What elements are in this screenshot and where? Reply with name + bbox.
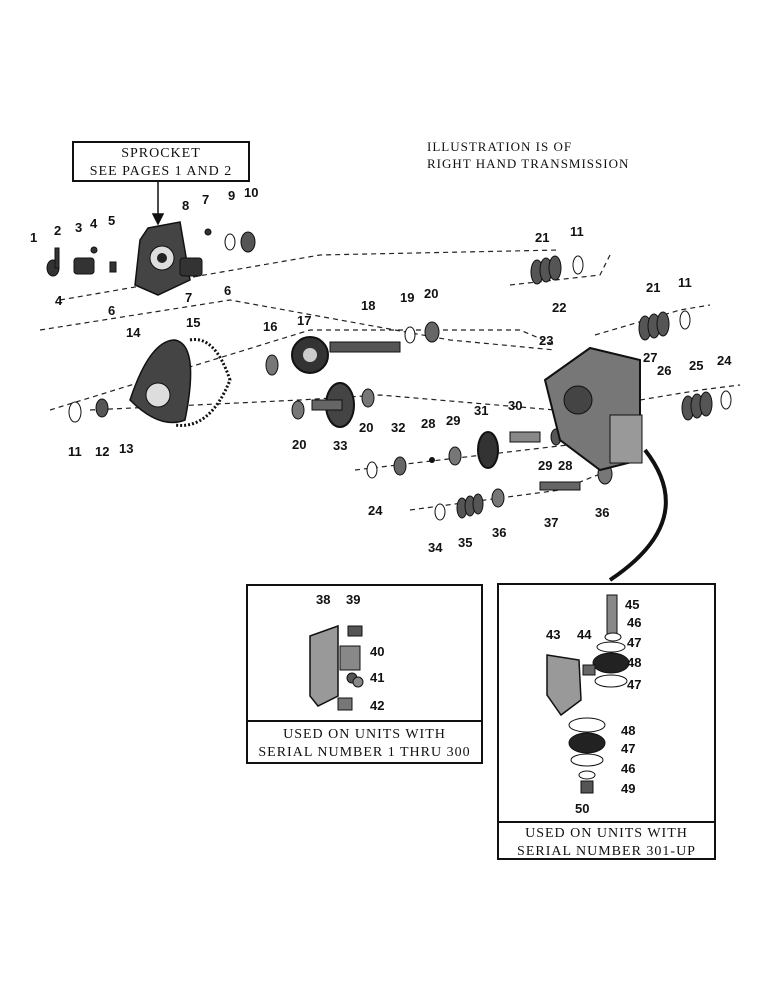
svg-text:47: 47 <box>621 741 635 756</box>
cover-and-gasket <box>68 338 232 427</box>
svg-text:7: 7 <box>202 192 209 207</box>
inset-left-caption-line1: USED ON UNITS WITH <box>283 727 446 742</box>
svg-text:35: 35 <box>458 535 472 550</box>
svg-text:28: 28 <box>558 458 572 473</box>
svg-text:9: 9 <box>228 188 235 203</box>
svg-text:21: 21 <box>646 280 660 295</box>
svg-text:29: 29 <box>446 413 460 428</box>
svg-text:10: 10 <box>244 185 258 200</box>
inset-right-caption-line1: USED ON UNITS WITH <box>525 826 688 841</box>
gear-31-assembly <box>366 428 562 479</box>
svg-text:24: 24 <box>368 503 383 518</box>
svg-text:47: 47 <box>627 635 641 650</box>
svg-text:46: 46 <box>621 761 635 776</box>
svg-text:11: 11 <box>68 444 82 459</box>
svg-text:6: 6 <box>108 303 115 318</box>
svg-text:29: 29 <box>538 458 552 473</box>
spring-stacks <box>530 255 732 421</box>
svg-text:4: 4 <box>55 293 63 308</box>
mount-leader-curve <box>608 448 668 582</box>
sprocket-arrow <box>151 182 165 226</box>
svg-text:33: 33 <box>333 438 347 453</box>
svg-text:1: 1 <box>30 230 37 245</box>
svg-text:20: 20 <box>424 286 438 301</box>
svg-text:39: 39 <box>346 592 360 607</box>
svg-text:16: 16 <box>263 319 277 334</box>
inset-left-caption-line2: SERIAL NUMBER 1 THRU 300 <box>258 745 471 760</box>
upper-shaft-gear <box>265 321 440 376</box>
svg-text:28: 28 <box>421 416 435 431</box>
sprocket-box-text: SPROCKET SEE PAGES 1 AND 2 <box>74 145 248 181</box>
svg-text:43: 43 <box>546 627 560 642</box>
svg-text:20: 20 <box>292 437 306 452</box>
inset-right-caption: USED ON UNITS WITH SERIAL NUMBER 301-UP <box>499 825 714 861</box>
svg-text:36: 36 <box>595 505 609 520</box>
svg-text:8: 8 <box>182 198 189 213</box>
svg-text:41: 41 <box>370 670 384 685</box>
svg-text:24: 24 <box>717 353 732 368</box>
svg-text:32: 32 <box>391 420 405 435</box>
svg-text:6: 6 <box>224 283 231 298</box>
svg-text:30: 30 <box>508 398 522 413</box>
illustration-note-line1: ILLUSTRATION IS OF <box>427 139 573 154</box>
svg-text:27: 27 <box>643 350 657 365</box>
svg-text:22: 22 <box>552 300 566 315</box>
svg-text:45: 45 <box>625 597 639 612</box>
svg-text:44: 44 <box>577 627 592 642</box>
svg-text:5: 5 <box>108 213 115 228</box>
svg-text:2: 2 <box>54 223 61 238</box>
illustration-note: ILLUSTRATION IS OF RIGHT HAND TRANSMISSI… <box>427 138 629 172</box>
svg-text:42: 42 <box>370 698 384 713</box>
svg-text:48: 48 <box>627 655 641 670</box>
svg-text:3: 3 <box>75 220 82 235</box>
svg-text:12: 12 <box>95 444 109 459</box>
svg-text:40: 40 <box>370 644 384 659</box>
svg-text:49: 49 <box>621 781 635 796</box>
svg-text:48: 48 <box>621 723 635 738</box>
svg-text:46: 46 <box>627 615 641 630</box>
svg-text:36: 36 <box>492 525 506 540</box>
inset-right-caption-line2: SERIAL NUMBER 301-UP <box>517 844 696 859</box>
svg-text:4: 4 <box>90 216 98 231</box>
svg-text:19: 19 <box>400 290 414 305</box>
transmission-housing <box>543 346 643 472</box>
svg-text:31: 31 <box>474 403 488 418</box>
svg-text:25: 25 <box>689 358 703 373</box>
svg-text:26: 26 <box>657 363 671 378</box>
svg-text:47: 47 <box>627 677 641 692</box>
sprocket-reference-box: SPROCKET SEE PAGES 1 AND 2 <box>72 141 250 182</box>
svg-text:13: 13 <box>119 441 133 456</box>
lower-shaft-assembly <box>434 463 613 521</box>
svg-text:21: 21 <box>535 230 549 245</box>
svg-text:15: 15 <box>186 315 200 330</box>
svg-text:34: 34 <box>428 540 443 555</box>
inset-serial-1-300: 38 39 40 41 42 USED ON UNITS WITH SERIAL… <box>246 584 483 764</box>
part-number-callouts: 1 2 3 4 5 4 6 8 7 9 10 7 6 21 11 22 21 1… <box>30 185 732 555</box>
sprocket-box-line2: SEE PAGES 1 AND 2 <box>89 164 233 179</box>
sprocket-box-line1: SPROCKET <box>121 146 201 161</box>
svg-text:11: 11 <box>678 275 692 290</box>
left-small-parts <box>46 228 256 277</box>
illustration-note-line2: RIGHT HAND TRANSMISSION <box>427 156 630 171</box>
svg-text:14: 14 <box>126 325 141 340</box>
svg-text:7: 7 <box>185 290 192 305</box>
gear-33-assembly <box>291 382 375 428</box>
inset-right-drawing: 45 46 47 48 47 43 44 48 47 46 49 50 <box>546 594 641 816</box>
svg-text:11: 11 <box>570 224 584 239</box>
inset-left-drawing: 38 39 40 41 42 <box>309 592 384 713</box>
svg-text:18: 18 <box>361 298 375 313</box>
sprocket-plate <box>134 221 191 296</box>
svg-text:37: 37 <box>544 515 558 530</box>
inset-serial-301-up: 45 46 47 48 47 43 44 48 47 46 49 50 USED… <box>497 583 716 860</box>
svg-text:23: 23 <box>539 333 553 348</box>
inset-left-caption: USED ON UNITS WITH SERIAL NUMBER 1 THRU … <box>248 726 481 762</box>
svg-text:38: 38 <box>316 592 330 607</box>
svg-text:17: 17 <box>297 313 311 328</box>
svg-text:20: 20 <box>359 420 373 435</box>
svg-text:50: 50 <box>575 801 589 816</box>
